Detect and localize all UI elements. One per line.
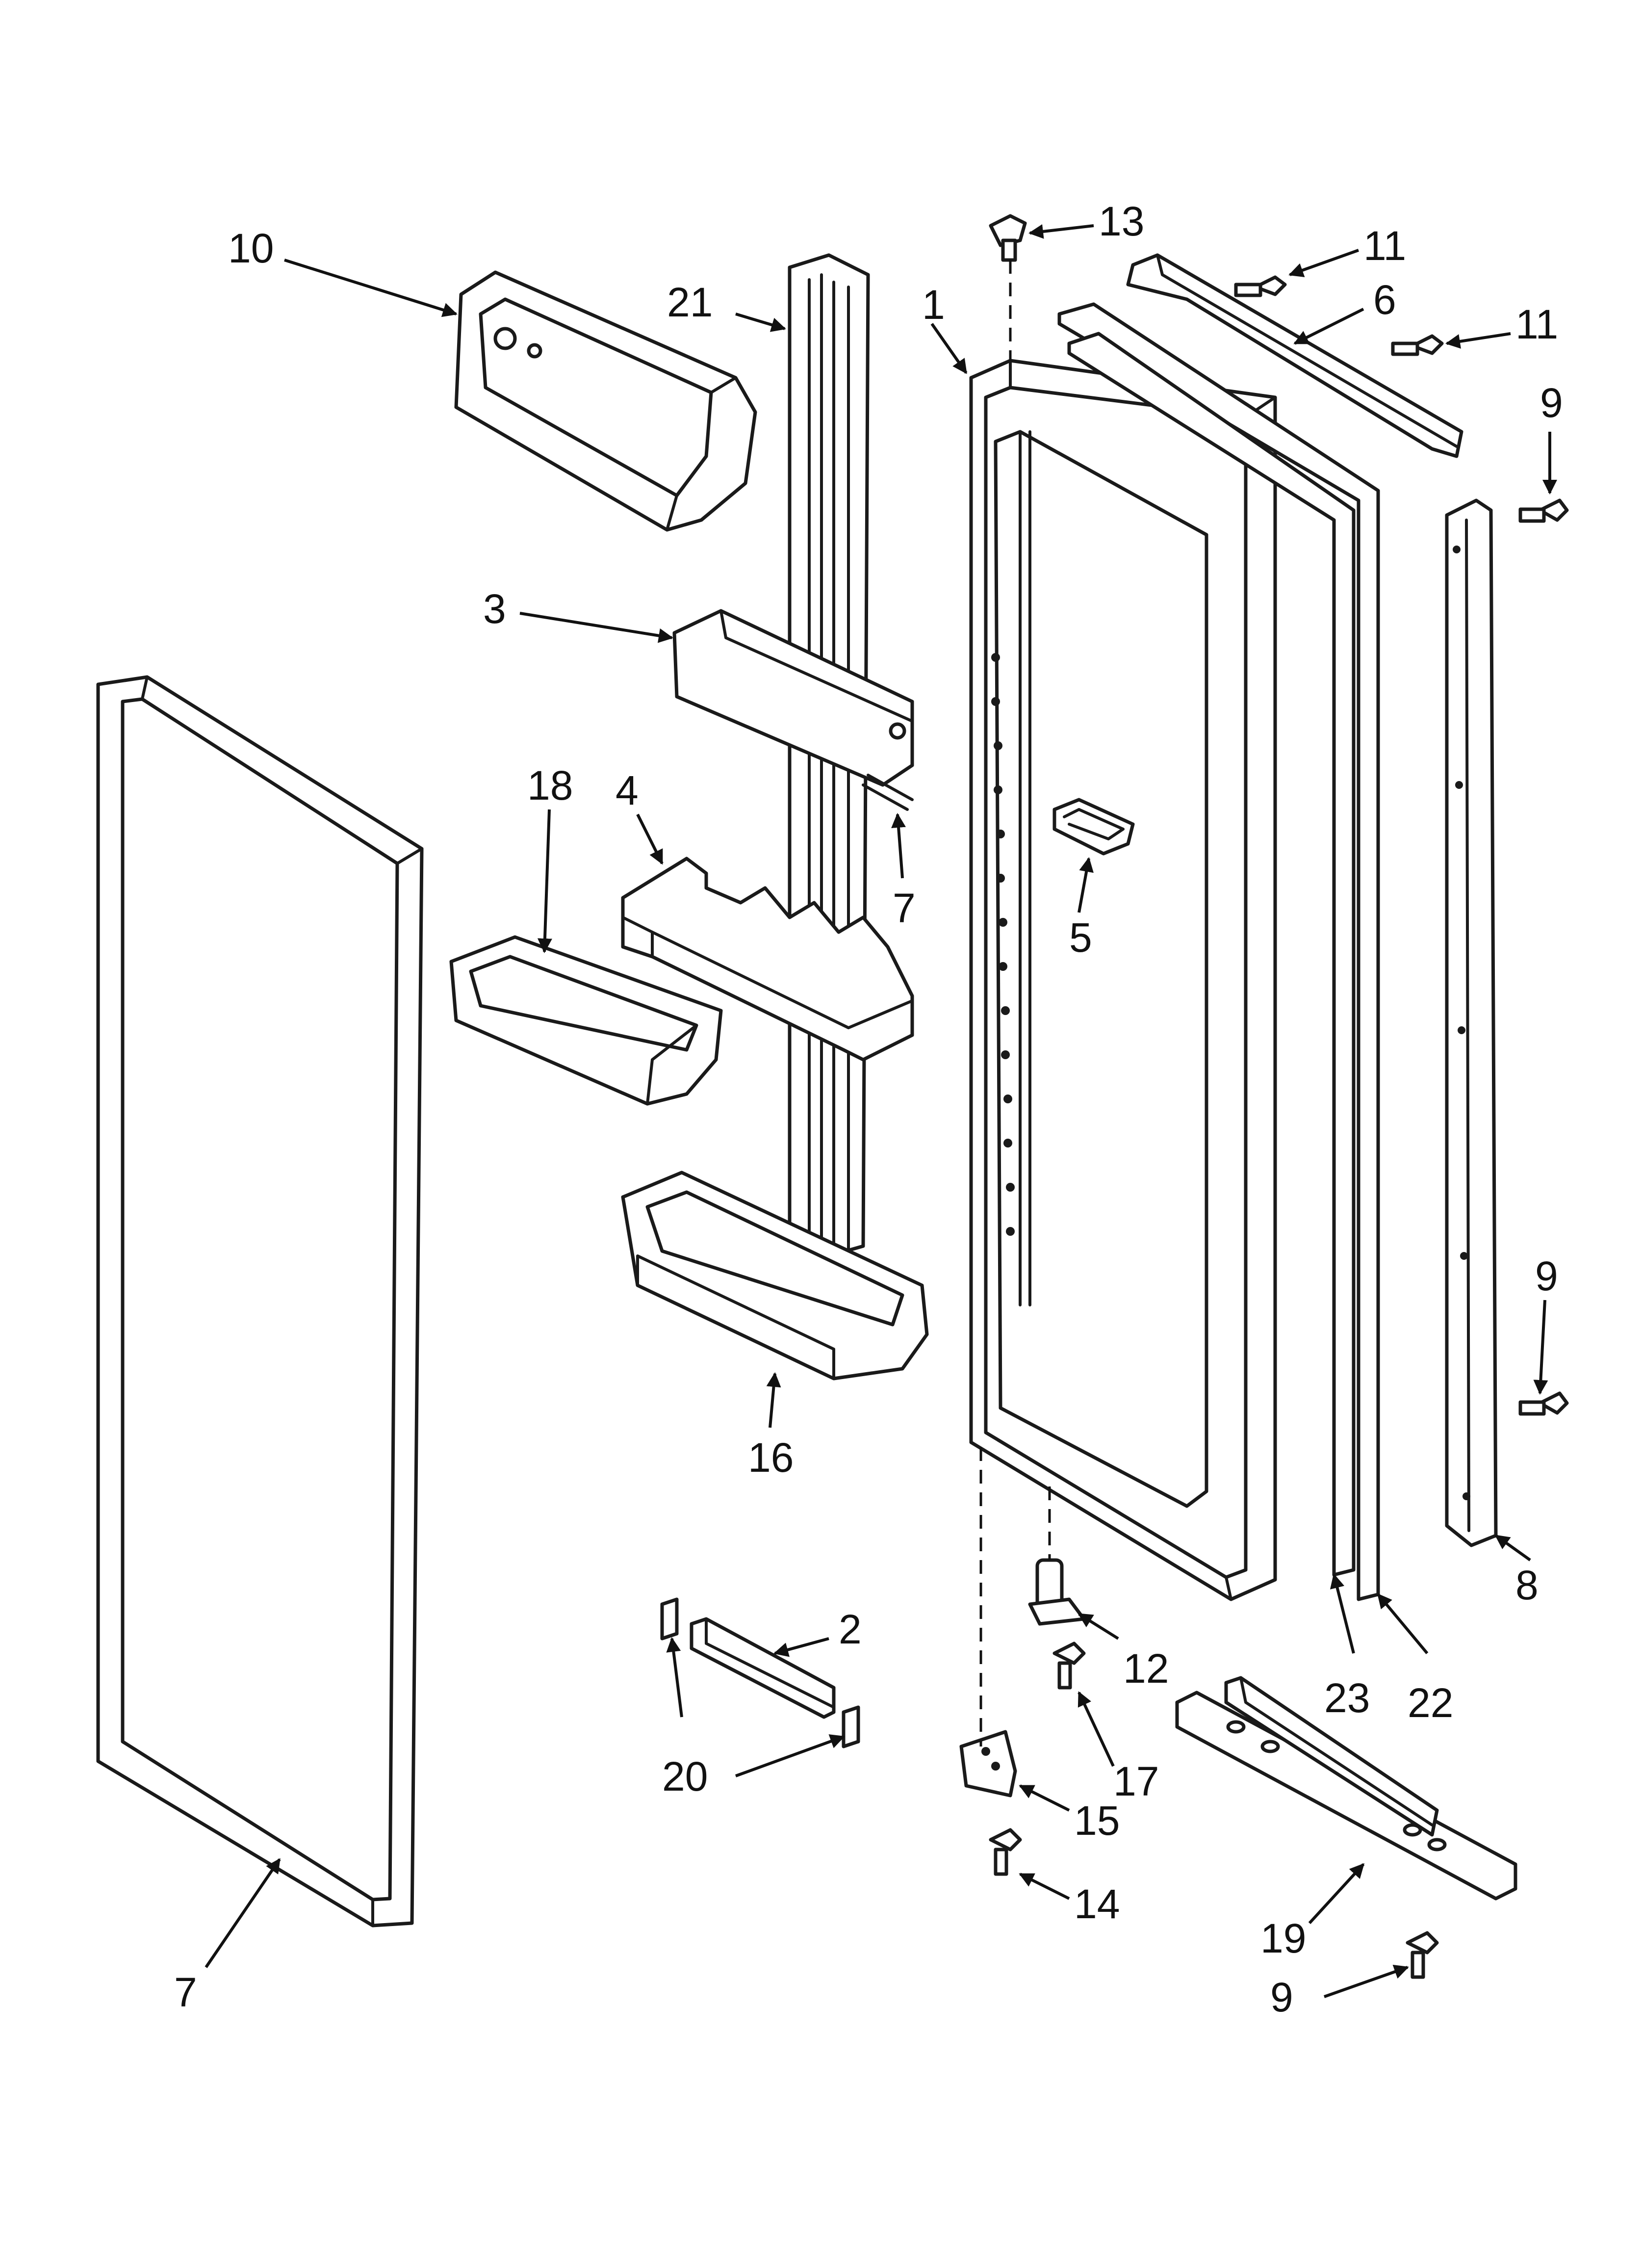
liner-handle-part xyxy=(1052,798,1135,856)
hinge-bracket-part xyxy=(959,1730,1017,1798)
can-rack-part xyxy=(621,857,914,1062)
screw-17 xyxy=(1052,1642,1086,1690)
callout-6: 6 xyxy=(1373,277,1396,323)
screw-11-lower xyxy=(1391,334,1444,356)
callout-2: 2 xyxy=(839,1606,862,1652)
callout-11-top: 11 xyxy=(1363,223,1406,269)
small-door-bin-part xyxy=(449,935,723,1106)
door-gasket-part xyxy=(96,675,424,1928)
hinge-pin-part xyxy=(1028,1558,1086,1626)
lower-rail-part xyxy=(690,1617,836,1719)
callout-9-mid: 9 xyxy=(1535,1253,1558,1299)
callout-7-small: 7 xyxy=(893,885,916,931)
callout-3: 3 xyxy=(483,586,506,632)
top-cap-part xyxy=(1126,253,1463,458)
leader-lines xyxy=(205,224,1557,1998)
callout-16: 16 xyxy=(748,1434,794,1481)
callout-4: 4 xyxy=(616,767,639,813)
screw-9-lower xyxy=(1406,1931,1439,1979)
inner-door-liner-part xyxy=(969,359,1277,1601)
callout-20: 20 xyxy=(662,1753,708,1799)
shelf-bump-row xyxy=(991,653,1015,1236)
callout-14: 14 xyxy=(1074,1881,1120,1927)
screw-11-upper xyxy=(1234,275,1287,297)
callout-8: 8 xyxy=(1515,1562,1539,1608)
callout-10: 10 xyxy=(228,225,274,271)
callout-12: 12 xyxy=(1123,1645,1169,1692)
callout-18: 18 xyxy=(527,762,573,808)
door-seal-inner-part xyxy=(1067,332,1356,1577)
callout-11-mid: 11 xyxy=(1515,301,1558,347)
dairy-compartment-part xyxy=(672,609,914,811)
large-door-bin-part xyxy=(621,1171,929,1381)
bottom-hinge-plate-part xyxy=(1175,1676,1517,1901)
callout-19: 19 xyxy=(1260,1915,1306,1961)
callout-17: 17 xyxy=(1113,1758,1159,1804)
callout-21: 21 xyxy=(667,279,713,325)
screw-14 xyxy=(989,1828,1022,1876)
screw-9-middle xyxy=(1518,1391,1569,1416)
screw-9-upper xyxy=(1518,498,1569,523)
callout-1: 1 xyxy=(922,282,945,328)
screw-13 xyxy=(989,214,1027,262)
callout-9-bottom: 9 xyxy=(1270,1974,1293,2020)
callout-15: 15 xyxy=(1074,1798,1120,1844)
callout-7-large: 7 xyxy=(174,1969,197,2015)
callout-13: 13 xyxy=(1099,198,1144,244)
callout-labels: 10 21 1 13 11 6 11 9 3 18 4 7 5 16 9 8 2… xyxy=(174,198,1563,2020)
callout-22: 22 xyxy=(1408,1680,1453,1726)
callout-9-top: 9 xyxy=(1540,380,1563,426)
callout-5: 5 xyxy=(1069,914,1092,961)
side-trim-channel-part xyxy=(1445,498,1498,1547)
top-door-bin-part xyxy=(454,270,757,532)
callout-23: 23 xyxy=(1324,1675,1370,1721)
